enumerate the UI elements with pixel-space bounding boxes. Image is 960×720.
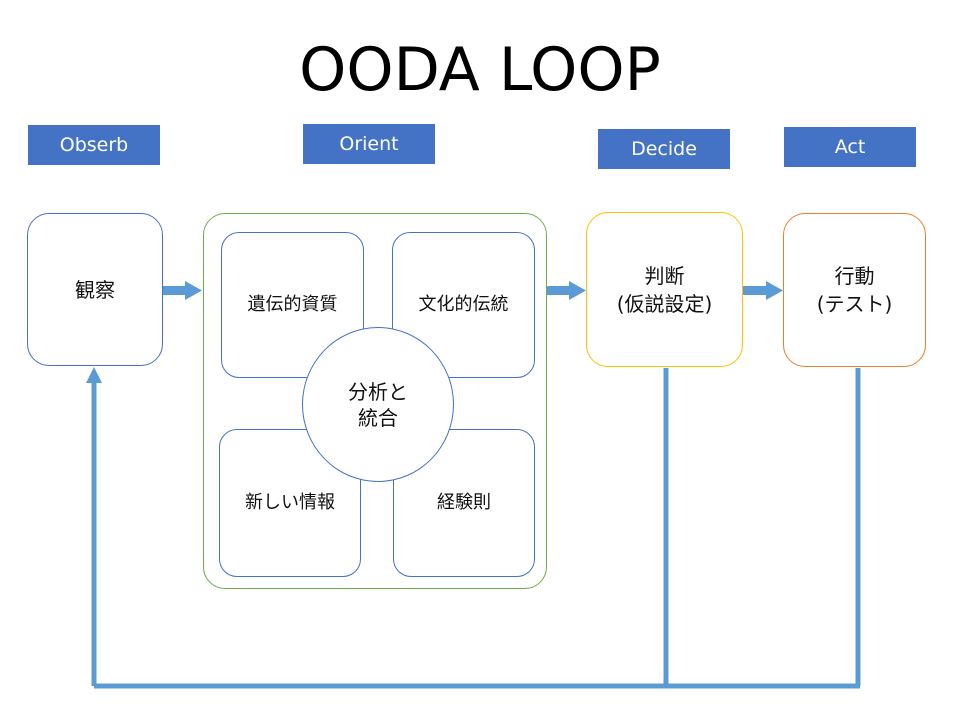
feedback-loop (91, 368, 861, 689)
page-title: OODA LOOP (299, 35, 661, 105)
feedback-arrowhead (86, 367, 102, 383)
orient-culture-box: 文化的伝統 (392, 232, 535, 378)
phase-label-act: Act (784, 127, 916, 167)
observe-box: 観察 (27, 213, 163, 366)
phase-label-observe: Obserb (28, 125, 160, 165)
orient-analysis-circle: 分析と 統合 (302, 327, 454, 482)
decide-box: 判断 (仮説設定) (586, 212, 743, 367)
phase-label-decide: Decide (598, 129, 730, 169)
arrow-decide-to-act (743, 281, 783, 300)
arrow-observe-to-orient (163, 281, 202, 300)
act-box: 行動 (テスト) (783, 213, 926, 367)
phase-label-orient: Orient (303, 124, 435, 164)
arrow-orient-to-decide (547, 281, 586, 300)
